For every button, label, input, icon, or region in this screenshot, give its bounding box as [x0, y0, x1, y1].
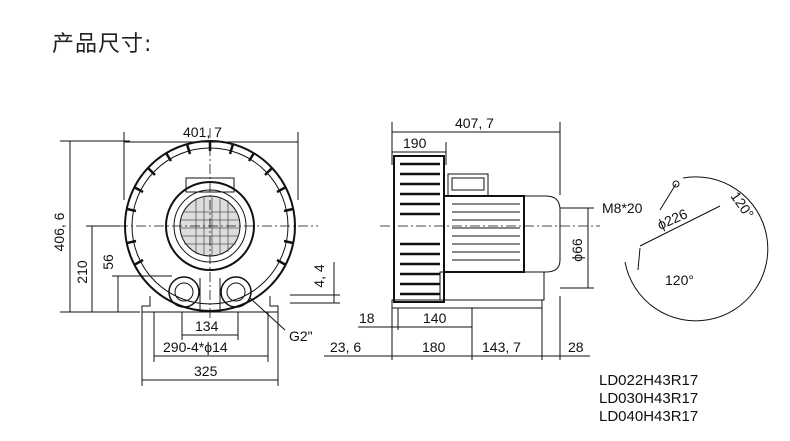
model-list: LD022H43R17 LD030H43R17 LD040H43R17 — [599, 372, 698, 426]
flange-angle-top: 120° — [728, 189, 758, 222]
front-view-drawing — [60, 128, 340, 386]
dim-length-head: 190 — [403, 135, 427, 151]
dim-flange-dia: ϕ66 — [569, 238, 585, 262]
dim-port-thread: G2" — [289, 328, 313, 344]
dim-offset-18: 18 — [359, 310, 375, 326]
dim-length-total: 407, 7 — [455, 115, 494, 131]
dim-height-total: 406, 6 — [51, 212, 67, 251]
dim-span-1437: 143, 7 — [482, 339, 521, 355]
dim-height-axis: 210 — [74, 260, 90, 284]
flange-bolt-spec: M8*20 — [602, 200, 643, 216]
model-item: LD040H43R17 — [599, 408, 699, 425]
dim-offset-236: 23, 6 — [330, 339, 361, 355]
side-view-drawing — [324, 122, 600, 360]
dim-width-top: 401, 7 — [183, 124, 222, 140]
flange-detail-drawing — [624, 176, 769, 322]
flange-angle-bottom: 120° — [665, 272, 694, 288]
dim-offset-right: 4, 4 — [311, 264, 327, 288]
dim-height-inlet: 56 — [100, 254, 116, 270]
model-item: LD022H43R17 — [599, 372, 699, 389]
page-title: 产品尺寸: — [52, 32, 153, 57]
dim-base-width: 325 — [194, 363, 218, 379]
dim-bolt-spacing: 134 — [195, 318, 219, 334]
dim-span-140: 140 — [423, 310, 447, 326]
model-item: LD030H43R17 — [599, 390, 699, 407]
dim-end-28: 28 — [568, 339, 584, 355]
dim-span-180: 180 — [422, 339, 446, 355]
dim-hole-spec: 290-4*ϕ14 — [163, 339, 228, 355]
